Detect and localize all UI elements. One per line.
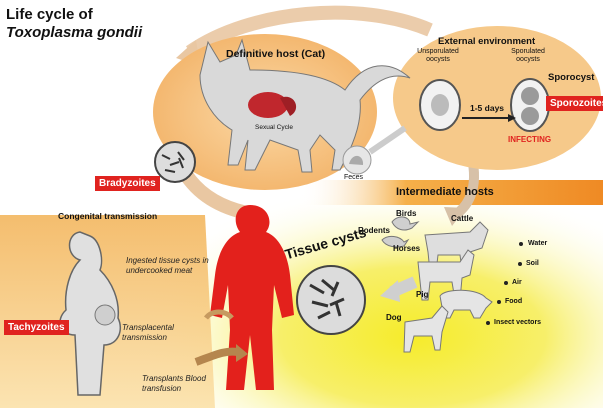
transplants-note: Transplants Blood transfusion — [142, 374, 222, 394]
feces-label: Feces — [344, 174, 363, 181]
intermediate-hosts-label: Intermediate hosts — [396, 186, 494, 198]
source-insect-vectors: Insect vectors — [494, 319, 541, 326]
title-line2: Toxoplasma gondii — [6, 24, 142, 41]
tachyzoites-badge: Tachyzoites — [4, 320, 69, 335]
cat-organs — [248, 92, 288, 118]
animal-dog: Dog — [386, 313, 402, 322]
source-soil: Soil — [526, 260, 539, 267]
sporocyst-label: Sporocyst — [548, 72, 594, 83]
source-food: Food — [505, 298, 522, 305]
animal-horses: Horses — [393, 244, 420, 253]
unsporulated-label: Unsporulated oocysts — [410, 48, 466, 64]
source-water: Water — [528, 240, 547, 247]
animal-cattle: Cattle — [451, 214, 473, 223]
sporulated-label: Sporulated oocysts — [504, 48, 552, 64]
tissue-cyst — [297, 266, 365, 334]
ingested-note: Ingested tissue cysts in undercooked mea… — [126, 256, 216, 276]
animal-pig: Pig — [416, 290, 428, 299]
bradyzoite-cyst — [155, 142, 195, 182]
source-air: Air — [512, 279, 522, 286]
bradyzoites-badge: Bradyzoites — [95, 176, 160, 191]
sporozoites-badge: Sporozoites — [546, 96, 603, 111]
definitive-host-label: Definitive host (Cat) — [226, 48, 325, 60]
title-line1: Life cycle of — [6, 6, 93, 23]
environment-label: External environment — [438, 36, 535, 47]
sexual-cycle-label: Sexual Cycle — [255, 124, 293, 131]
animal-birds: Birds — [396, 209, 416, 218]
days-label: 1-5 days — [470, 103, 504, 113]
transplacental-note: Transplacental transmission — [122, 323, 184, 343]
congenital-label: Congenital transmission — [58, 211, 157, 221]
infecting-label: INFECTING — [508, 135, 551, 144]
